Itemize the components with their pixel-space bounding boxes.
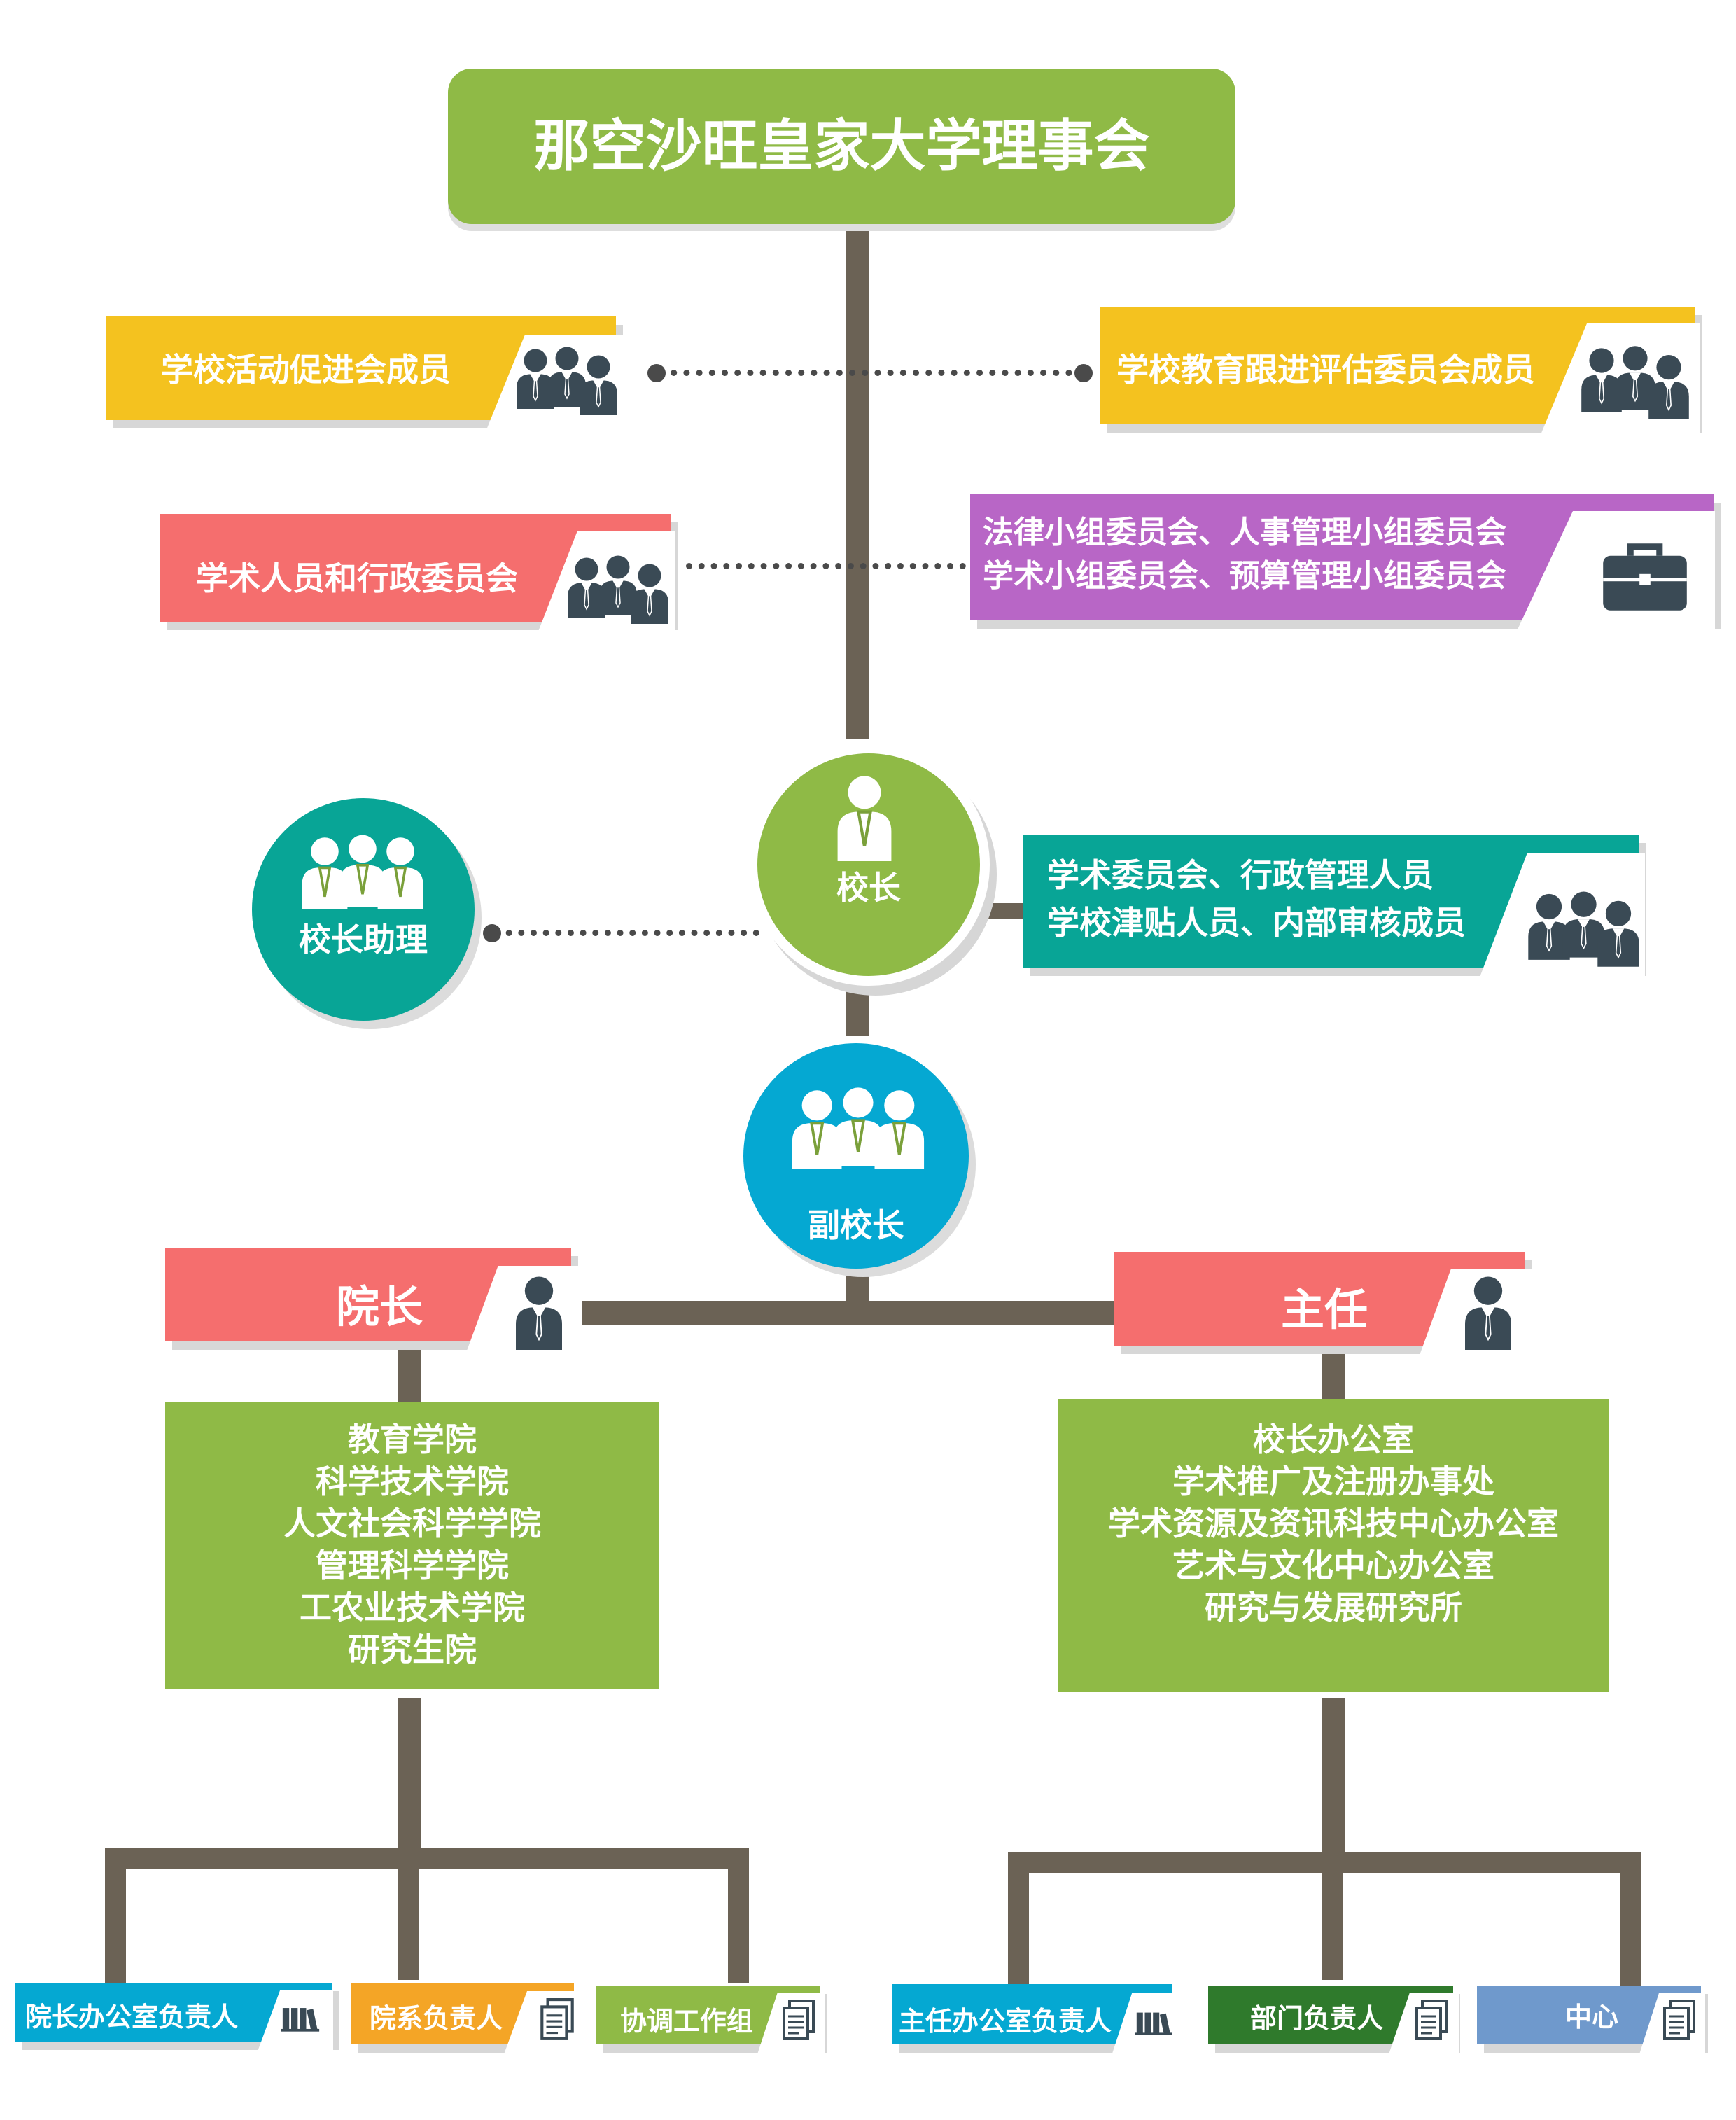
- leaf-section-head-label: 部门负责人: [1250, 2003, 1384, 2034]
- main-trunk-top: [846, 217, 869, 739]
- briefcase-icon: [1600, 539, 1690, 616]
- people-group-icon: [514, 343, 620, 420]
- committee-left-top-label: 学校活动促进会成员: [161, 351, 451, 389]
- person-tie-icon: [1459, 1273, 1518, 1350]
- dean-unit: 工农业技术学院: [300, 1589, 525, 1626]
- main-trunk-mid: [846, 980, 869, 1036]
- board-title-box: [448, 69, 1236, 224]
- director-label: 主任: [1281, 1284, 1368, 1335]
- people-group-icon: [1526, 888, 1642, 972]
- people-group-icon: [1579, 342, 1691, 424]
- dean-branch-right: [728, 1848, 749, 1983]
- document-stack-icon: [1662, 2000, 1697, 2042]
- leaf-dean-office-label: 院长办公室负责人: [25, 2002, 239, 2032]
- dean-units-box: [165, 1402, 659, 1689]
- director-branch-left: [1008, 1852, 1029, 1986]
- director-unit: 学术推广及注册办事处: [1172, 1463, 1494, 1500]
- bookshelf-icon: [1135, 2009, 1173, 2036]
- document-stack-icon: [1414, 2000, 1449, 2042]
- dean-stem: [398, 1341, 421, 1407]
- director-unit: 学术资源及资讯科技中心办公室: [1108, 1505, 1559, 1542]
- assistant-label: 校长助理: [299, 921, 428, 958]
- committee-right-mid-line1: 法律小组委员会、人事管理小组委员会: [983, 515, 1506, 550]
- dot-end-assistant: [483, 924, 501, 942]
- director-unit: 艺术与文化中心办公室: [1172, 1547, 1494, 1584]
- dean-branch-mid: [398, 1862, 419, 1980]
- dean-unit: 教育学院: [348, 1421, 477, 1458]
- director-branch-right: [1620, 1852, 1642, 1986]
- dean-branch-bar: [105, 1848, 749, 1869]
- dean-units-list: 教育学院 科学技术学院 人文社会科学学院 管理科学学院 工农业技术学院 研究生院: [165, 1418, 659, 1671]
- committee-right-mid-line2: 学术小组委员会、预算管理小组委员会: [983, 558, 1506, 594]
- dean-unit: 研究生院: [348, 1631, 477, 1668]
- dean-units-stem: [398, 1698, 421, 1862]
- director-stem: [1322, 1344, 1345, 1407]
- committee-left-mid-label: 学术人员和行政委员会: [196, 559, 518, 597]
- dean-director-bar: [574, 1301, 1120, 1325]
- leaf-coord-group-label: 协调工作组: [620, 2006, 754, 2037]
- president-label: 校长: [836, 869, 901, 907]
- director-unit: 研究与发展研究所: [1205, 1589, 1462, 1626]
- dotted-link-top: [658, 370, 1085, 376]
- people-group-icon: [300, 832, 426, 921]
- dot-end-top-right: [1074, 364, 1093, 382]
- dean-label: 院长: [336, 1281, 424, 1332]
- dean-unit: 人文社会科学学院: [284, 1505, 541, 1542]
- dean-unit: 科学技术学院: [316, 1463, 509, 1500]
- people-group-icon: [790, 1084, 927, 1182]
- committee-right-top-label: 学校教育跟进评估委员会成员: [1116, 351, 1535, 389]
- person-tie-icon: [826, 772, 903, 861]
- dot-end-top-left: [648, 364, 666, 382]
- vice-president-label: 副校长: [808, 1206, 904, 1244]
- director-units-stem: [1322, 1698, 1345, 1862]
- leaf-center-label: 中心: [1565, 2002, 1619, 2032]
- dotted-link-mid: [686, 563, 966, 569]
- director-units-list: 校长办公室 学术推广及注册办事处 学术资源及资讯科技中心办公室 艺术与文化中心办…: [1058, 1418, 1609, 1629]
- leaf-dept-head-label: 院系负责人: [370, 2003, 503, 2034]
- dean-unit: 管理科学学院: [316, 1547, 509, 1584]
- board-title: 那空沙旺皇家大学理事会: [533, 113, 1150, 179]
- people-group-icon: [566, 552, 671, 629]
- director-unit: 校长办公室: [1253, 1421, 1414, 1458]
- director-branch-mid: [1322, 1862, 1343, 1980]
- document-stack-icon: [539, 1998, 575, 2042]
- president-side-line1: 学术委员会、行政管理人员: [1047, 856, 1434, 894]
- director-units-box: [1058, 1399, 1609, 1692]
- leaf-director-office-label: 主任办公室负责人: [899, 2006, 1112, 2037]
- bookshelf-icon: [281, 2005, 321, 2032]
- president-side-line2: 学校津贴人员、内部审核成员: [1047, 904, 1466, 942]
- document-stack-icon: [781, 2000, 816, 2042]
- person-tie-icon: [510, 1273, 568, 1350]
- dotted-link-assistant: [493, 930, 760, 936]
- dean-branch-left: [105, 1848, 126, 1983]
